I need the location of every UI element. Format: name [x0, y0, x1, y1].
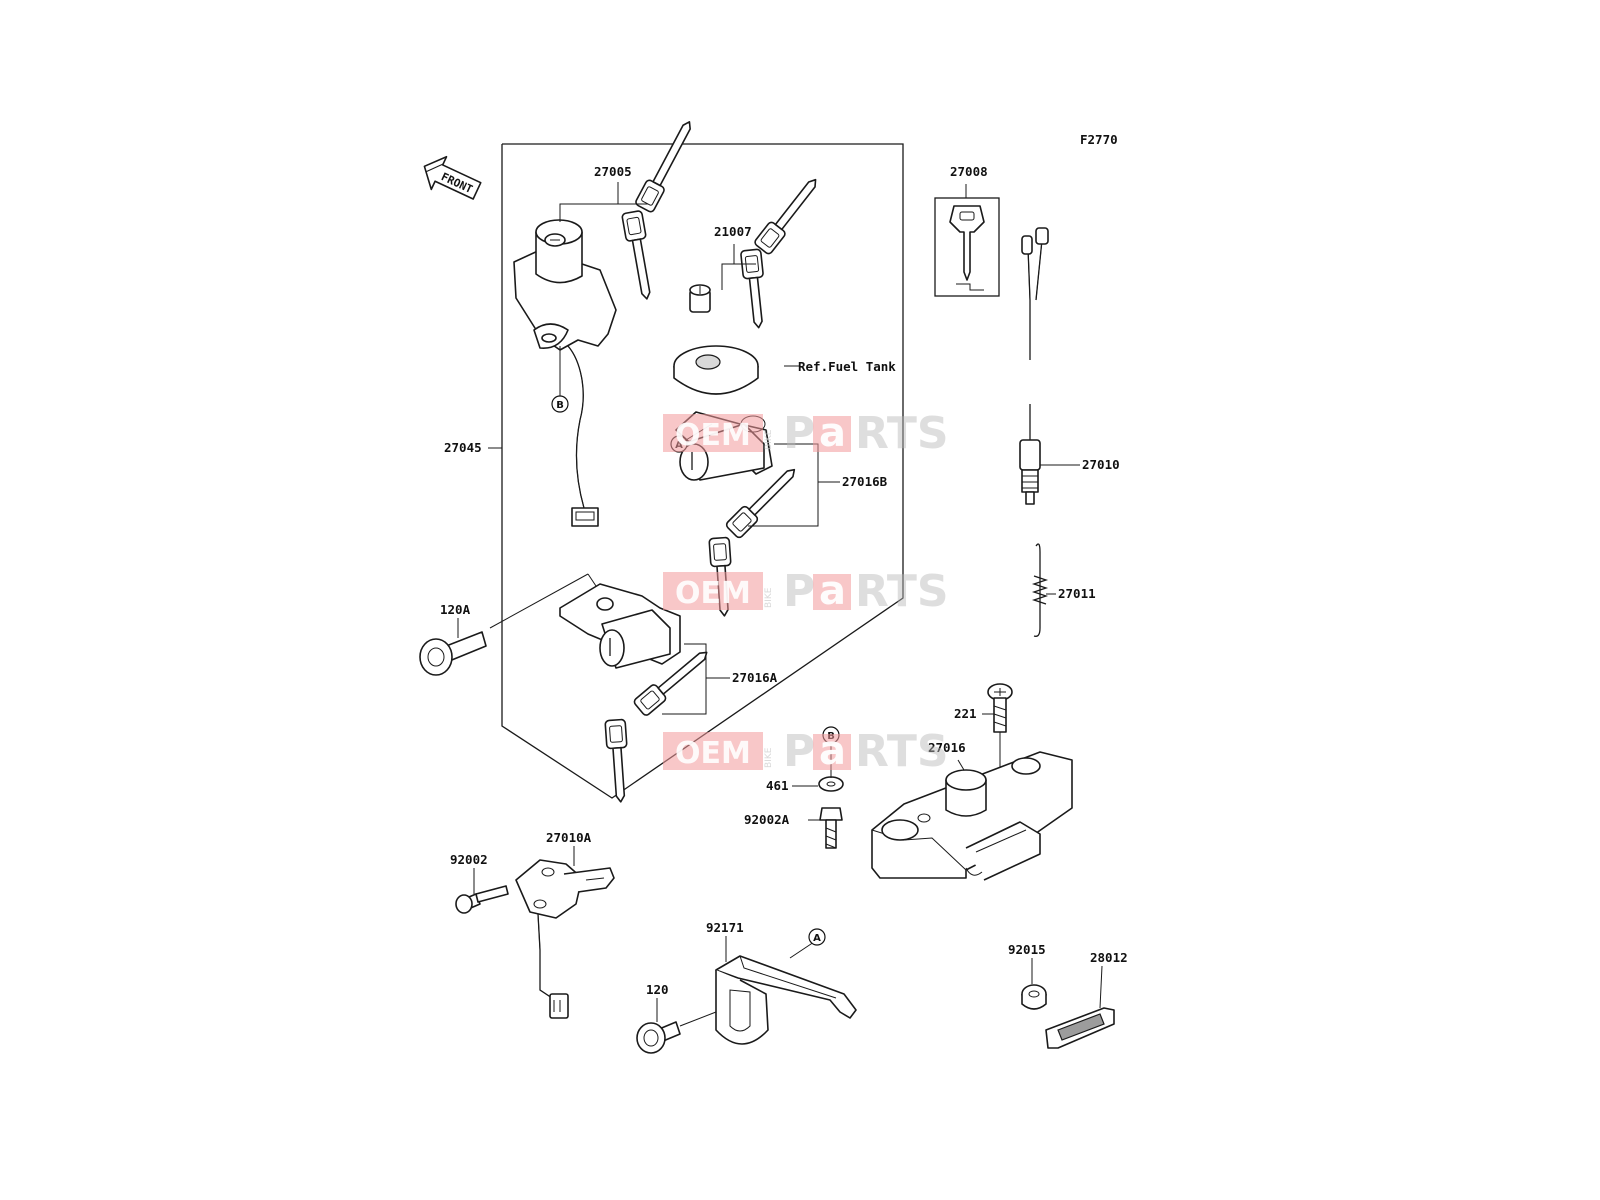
figure-code: F2770 [1080, 132, 1118, 147]
nut-92015 [1021, 984, 1047, 1010]
label-92171: 92171 [706, 920, 744, 935]
label-27010: 27010 [1082, 457, 1120, 472]
svg-text:P: P [783, 408, 815, 459]
label-27016: 27016 [928, 740, 966, 755]
reflector-28012 [1045, 1007, 1115, 1049]
label-27008: 27008 [950, 164, 988, 179]
washer-461 [818, 776, 844, 792]
svg-text:OEM: OEM [675, 736, 751, 771]
bolt-120 [636, 1011, 717, 1054]
label-27011: 27011 [1058, 586, 1096, 601]
label-28012: 28012 [1090, 950, 1128, 965]
label-ref-fuel-tank: Ref.Fuel Tank [798, 359, 896, 374]
bolt-92002 [455, 885, 509, 914]
bracket-92171 [715, 941, 857, 1045]
screw-221 [987, 683, 1013, 790]
key-27016a-b [604, 718, 628, 803]
svg-text:OEM: OEM [675, 576, 751, 611]
label-92002a: 92002A [744, 812, 790, 827]
svg-text:P: P [783, 726, 815, 777]
svg-text:B: B [556, 400, 564, 411]
key-blank-card [934, 197, 1000, 297]
ref-marker-a-bracket: A [808, 928, 826, 946]
label-27016a: 27016A [732, 670, 778, 685]
watermark-3: OEM BIKE P a RTS [663, 726, 949, 777]
ignition-switch [513, 219, 617, 527]
ref-marker-b-ignition: B [551, 346, 569, 413]
label-92015: 92015 [1008, 942, 1046, 957]
svg-text:BIKE: BIKE [764, 587, 774, 608]
bolt-92002a [819, 807, 843, 849]
switch-27010 [1019, 227, 1049, 505]
watermark-1: OEM BIKE P a RTS [663, 408, 949, 459]
key-27005-a [635, 121, 691, 213]
kit-outline [501, 143, 904, 799]
label-120a: 120A [440, 602, 471, 617]
label-27005: 27005 [594, 164, 632, 179]
label-27045: 27045 [444, 440, 482, 455]
svg-text:a: a [819, 728, 846, 774]
bolt-120a [419, 573, 597, 676]
switch-27010a [515, 859, 615, 1019]
front-arrow-icon: FRONT [423, 155, 482, 200]
svg-text:BIKE: BIKE [764, 747, 774, 768]
svg-text:a: a [819, 568, 846, 614]
svg-text:BIKE: BIKE [764, 429, 774, 450]
helmet-lock-27016a [559, 583, 681, 669]
lock-housing-27016 [871, 751, 1073, 881]
key-21007-b [740, 248, 764, 329]
spring-27011 [1031, 543, 1049, 637]
svg-text:OEM: OEM [675, 418, 751, 453]
key-27005-b [621, 210, 651, 300]
leader-lines [457, 182, 1103, 1022]
svg-text:RTS: RTS [855, 726, 949, 777]
svg-text:A: A [813, 933, 821, 944]
svg-text:P: P [783, 566, 815, 617]
svg-text:RTS: RTS [855, 408, 949, 459]
label-92002: 92002 [450, 852, 488, 867]
label-221: 221 [954, 706, 977, 721]
watermark-2: OEM BIKE P a RTS [663, 566, 949, 617]
label-461: 461 [766, 778, 789, 793]
fuel-cap-lock [673, 284, 759, 395]
label-120: 120 [646, 982, 669, 997]
label-27010a: 27010A [546, 830, 592, 845]
svg-text:a: a [819, 410, 846, 456]
key-21007-a [754, 178, 817, 255]
key-27016b-a [725, 468, 796, 539]
svg-text:RTS: RTS [855, 566, 949, 617]
label-27016b: 27016B [842, 474, 888, 489]
label-21007: 21007 [714, 224, 752, 239]
